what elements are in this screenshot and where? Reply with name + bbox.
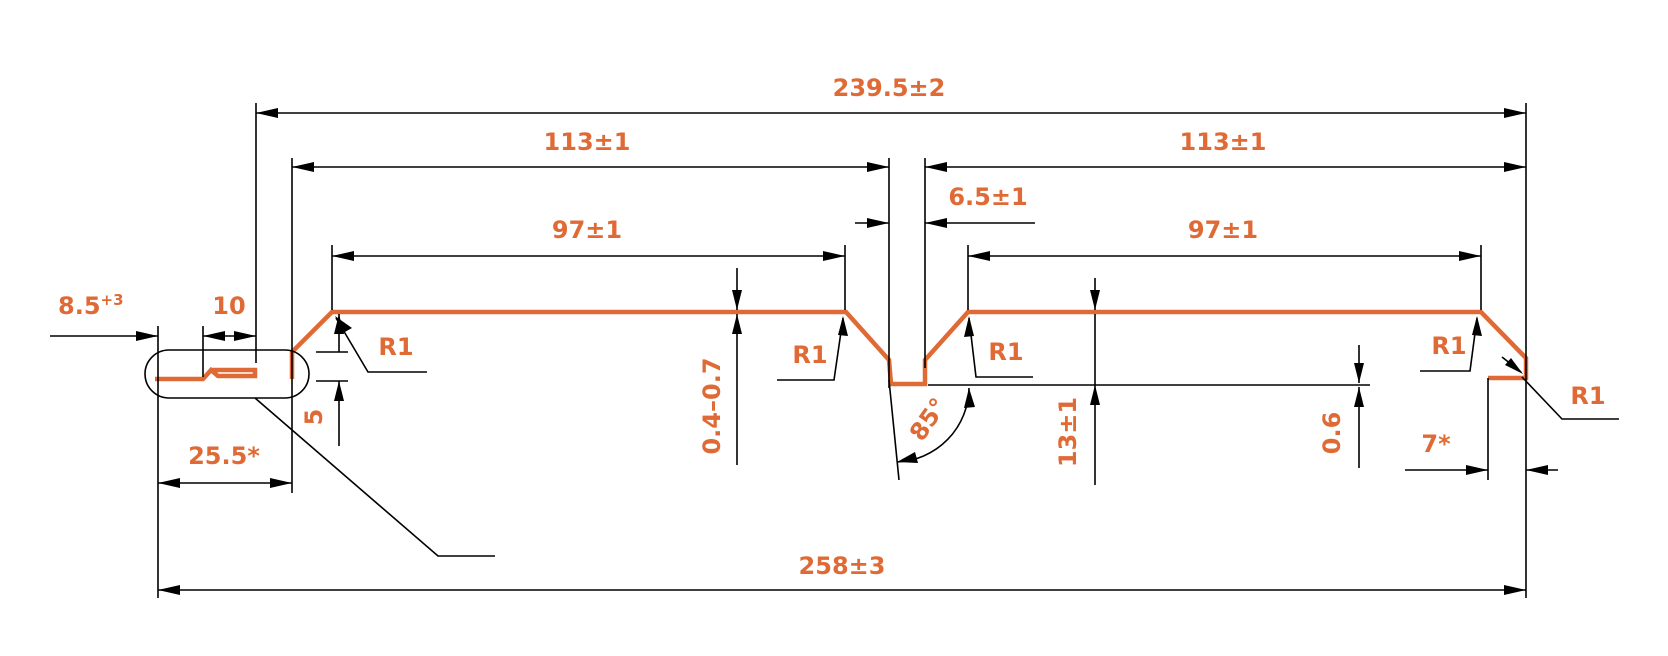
dim-right-flange — [1405, 465, 1558, 475]
lock-detail-leader — [254, 397, 495, 557]
radius-label-2: R1 — [792, 341, 827, 369]
lock-length-label: 25.5* — [188, 442, 260, 470]
thickness-label: 0.4–0.7 — [698, 357, 726, 454]
dim-left-pitch — [292, 162, 889, 172]
angle-arc — [896, 387, 975, 463]
radius-label-5: R1 — [1570, 382, 1605, 410]
total-length-label: 258±3 — [799, 552, 886, 580]
left-pitch-label: 113±1 — [544, 128, 631, 156]
left-flat-label: 97±1 — [552, 216, 622, 244]
radius-label-4: R1 — [1431, 332, 1466, 360]
dim-right-pitch — [925, 162, 1526, 172]
dim-total-length — [158, 585, 1526, 595]
dim-lock-width — [203, 331, 256, 341]
extension-lines — [157, 103, 1527, 598]
sheet-profile — [155, 309, 1529, 387]
dim-groove-width — [855, 218, 1035, 228]
dim-thickness — [732, 268, 742, 465]
lock-offset-label: 8.5+3 — [58, 291, 124, 320]
dim-left-flat — [332, 251, 845, 261]
dim-right-flat — [968, 251, 1481, 261]
lock-detail-outline — [144, 349, 310, 399]
dim-step-height — [334, 314, 344, 446]
right-pitch-label: 113±1 — [1180, 128, 1267, 156]
dim-profile-height — [1090, 278, 1100, 485]
step-height-label: 5 — [300, 409, 328, 426]
labels: 239.5±2 113±1 113±1 6.5±1 97±1 97±1 8.5+… — [58, 74, 1606, 580]
dim-lower-thickness — [1354, 345, 1364, 468]
dim-lock-offset — [50, 331, 158, 341]
radius-label-1: R1 — [378, 333, 413, 361]
radius-label-3: R1 — [988, 338, 1023, 366]
lower-thickness-label: 0.6 — [1318, 412, 1346, 455]
right-flat-label: 97±1 — [1188, 216, 1258, 244]
groove-width-label: 6.5±1 — [948, 183, 1027, 211]
dim-overall-width — [256, 108, 1526, 118]
angle-label: 85° — [904, 393, 953, 446]
dim-lock-length — [158, 478, 292, 488]
profile-height-label: 13±1 — [1054, 397, 1082, 467]
lock-width-label: 10 — [212, 292, 245, 320]
overall-width-label: 239.5±2 — [833, 74, 946, 102]
right-flange-label: 7* — [1421, 430, 1451, 458]
radius-leaders — [335, 316, 1619, 420]
